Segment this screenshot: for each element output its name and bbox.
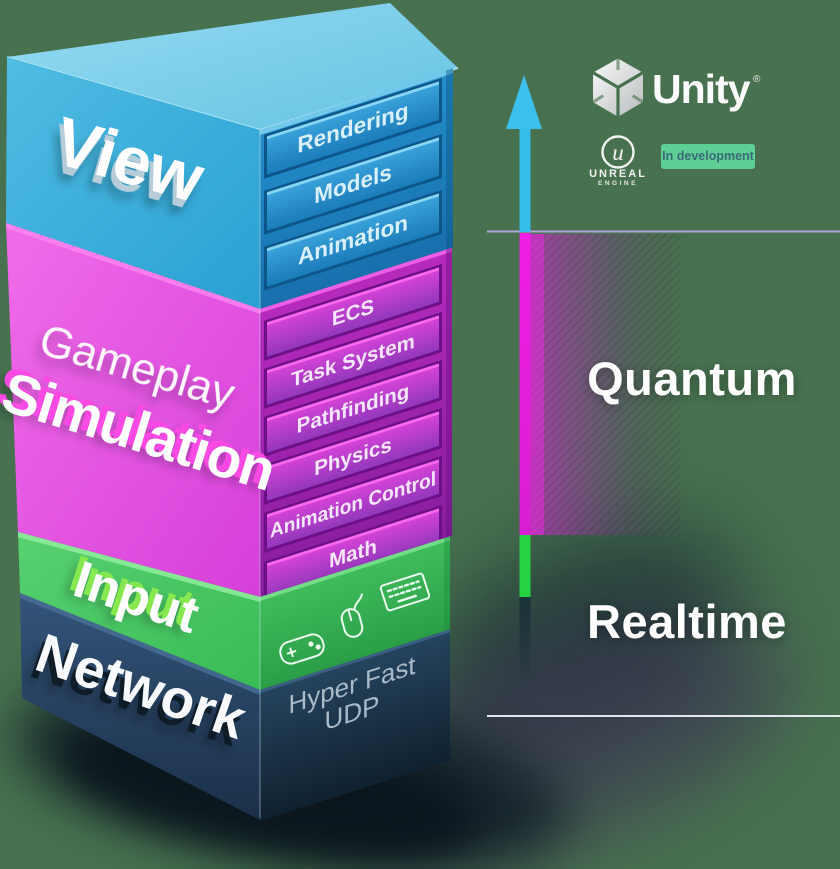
unreal-logo-label: UNREAL xyxy=(589,168,647,180)
module-slat: Pathfinding xyxy=(264,359,442,457)
in-development-badge: In development xyxy=(661,144,755,169)
layer-lip xyxy=(6,223,260,314)
divider-line-top xyxy=(487,230,840,233)
divider-line-bottom xyxy=(487,715,840,717)
quantum-band-label: Quantum xyxy=(587,352,797,405)
module-slat: Physics xyxy=(264,407,442,505)
svg-text:u: u xyxy=(612,140,624,165)
module-slat: Rendering xyxy=(264,77,442,179)
right-faces: Rendering Models Animation xyxy=(260,68,453,822)
quantum-band-core xyxy=(530,234,544,535)
unreal-logo-sublabel: ENGINE xyxy=(598,180,638,187)
realtime-band-label: Realtime xyxy=(587,595,787,648)
view-layer-right-face: Rendering Models Animation xyxy=(260,68,453,310)
unreal-engine-icon: u xyxy=(601,135,635,169)
layer-lip xyxy=(18,532,260,602)
unity-cube-icon xyxy=(592,58,644,117)
unity-logo-label: Unity xyxy=(652,66,750,112)
simulation-layer-right-face: ECS Task System Pathfinding xyxy=(260,247,452,602)
stack-tower: Rendering Models Animation xyxy=(0,3,459,822)
view-layer-left-face xyxy=(6,57,260,309)
module-slat: ECS xyxy=(264,263,442,361)
top-face xyxy=(7,3,458,130)
unity-trademark: ® xyxy=(753,74,761,85)
simulation-layer-left-face xyxy=(6,223,260,597)
